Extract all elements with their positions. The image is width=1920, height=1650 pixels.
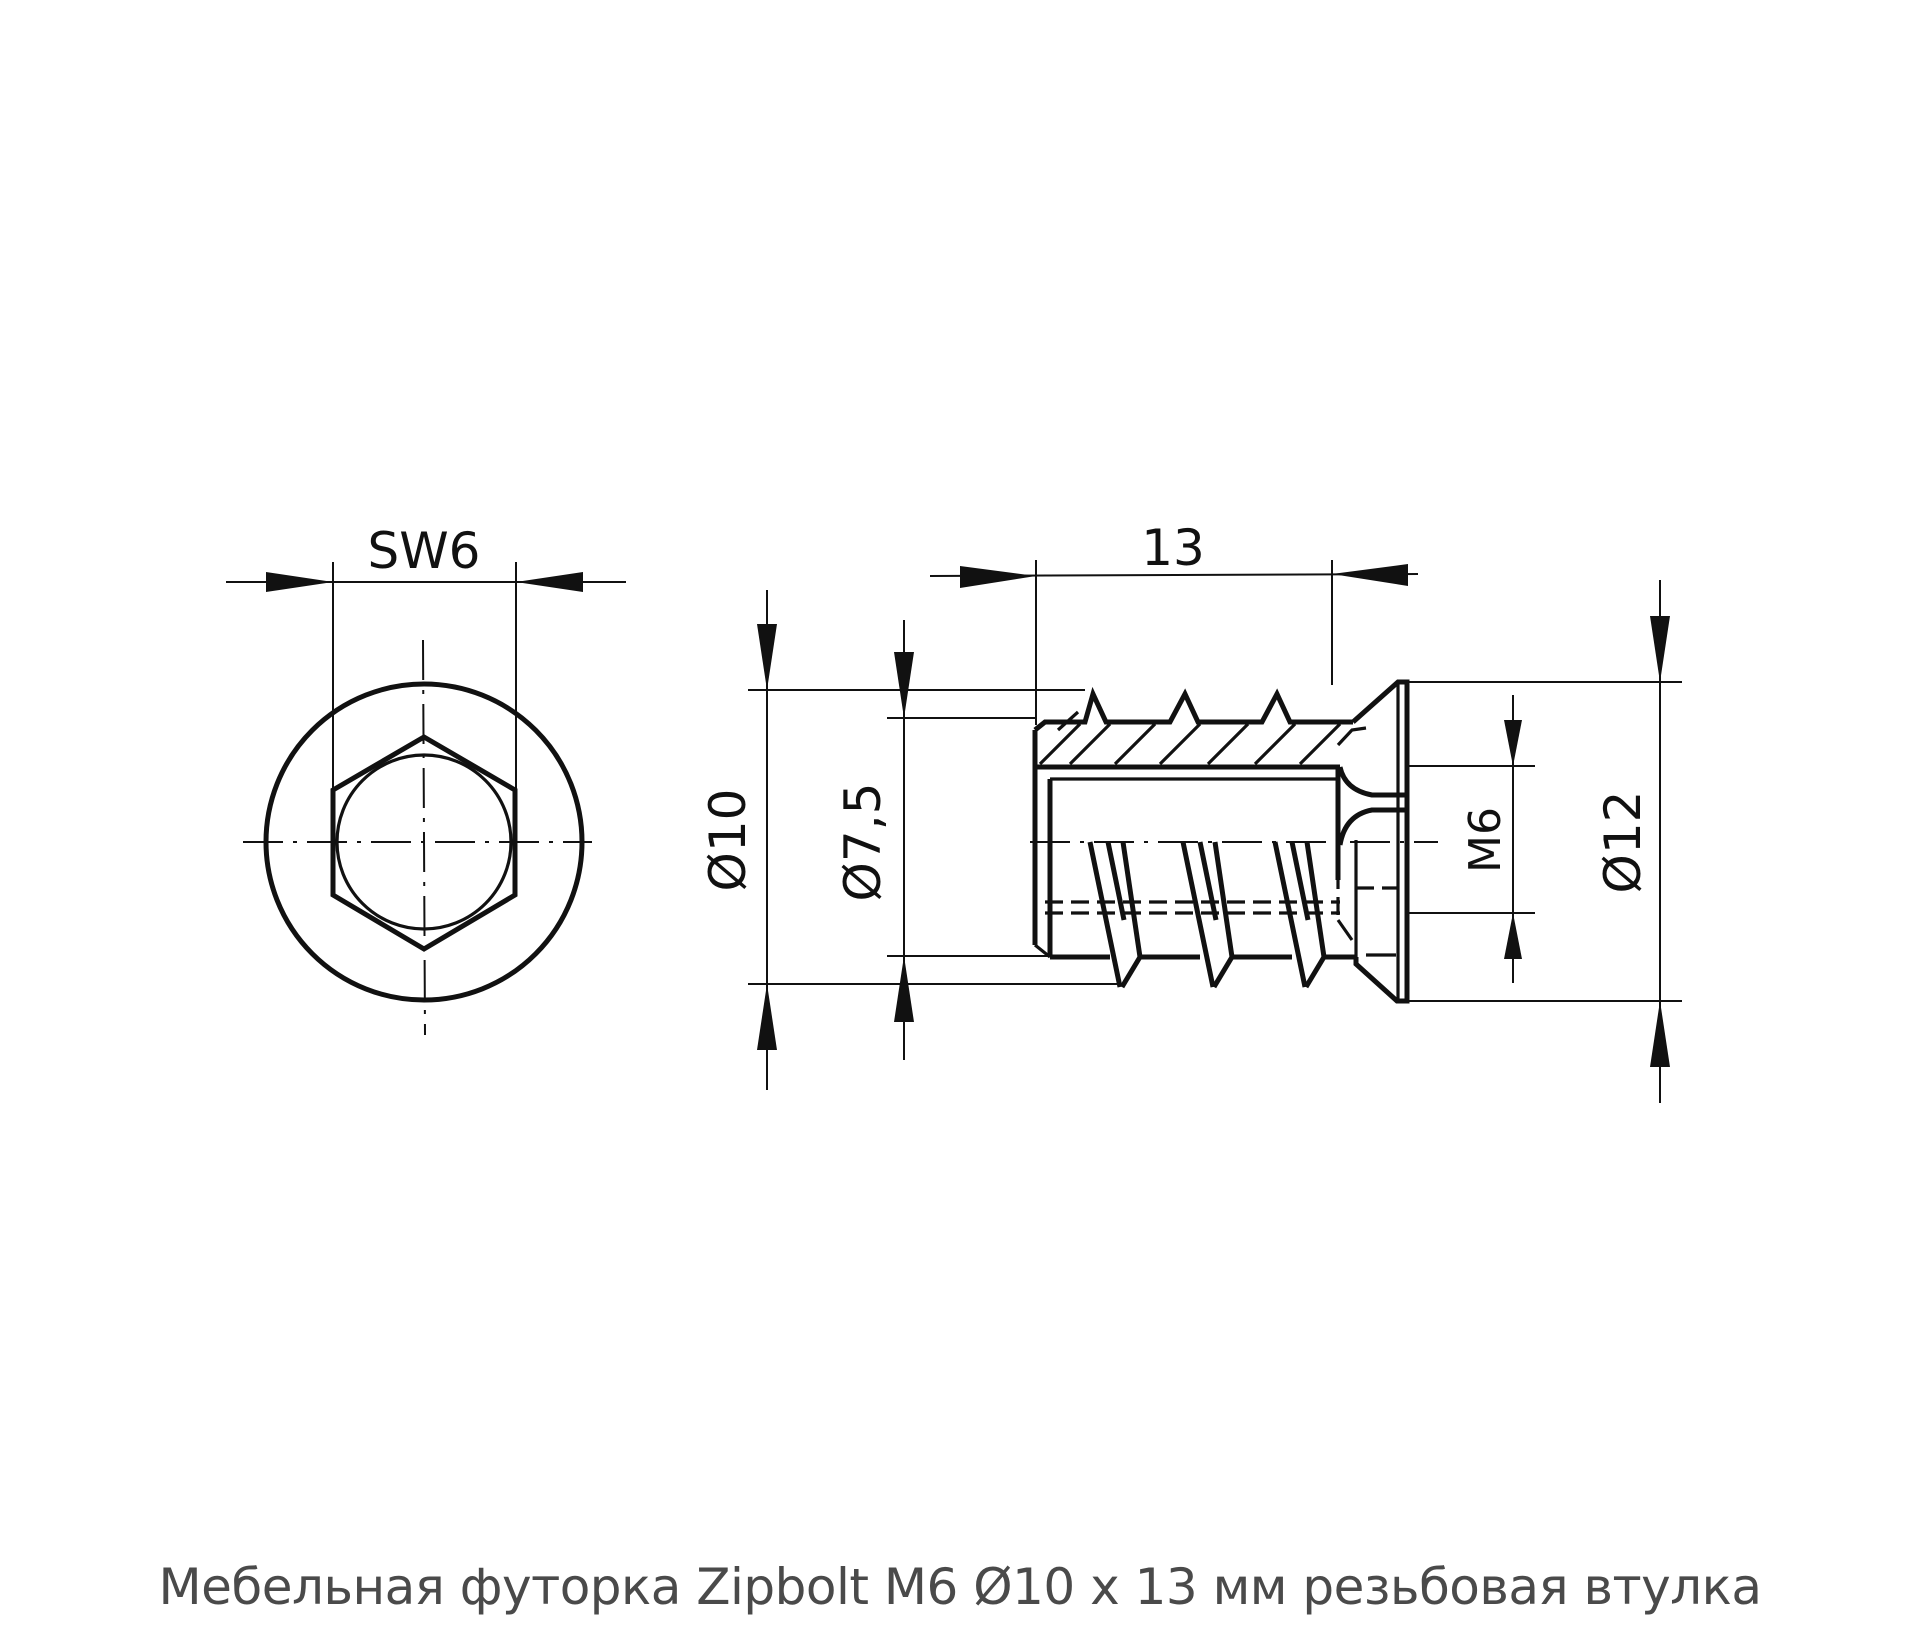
- sw6-dimension: SW6: [226, 522, 626, 792]
- m6-label: M6: [1460, 807, 1511, 873]
- length-label: 13: [1141, 519, 1205, 577]
- caption: Мебельная футорка Zipbolt M6 Ø10 x 13 мм…: [158, 1558, 1762, 1616]
- d12-label: Ø12: [1594, 791, 1652, 894]
- front-view: SW6: [226, 522, 626, 1036]
- length-dimension: 13: [929, 519, 1419, 725]
- d10-dimension: Ø10: [699, 590, 777, 1090]
- d75-dimension: Ø7,5: [834, 620, 914, 1060]
- side-view: 13: [699, 519, 1682, 1103]
- sw6-label: SW6: [368, 522, 481, 580]
- m6-dimension: M6: [1460, 695, 1522, 983]
- d10-label: Ø10: [699, 789, 757, 892]
- insert-body: [1032, 679, 1410, 1004]
- d12-dimension: Ø12: [1594, 580, 1670, 1103]
- d75-label: Ø7,5: [834, 783, 892, 902]
- vertical-centerline: [422, 639, 426, 1036]
